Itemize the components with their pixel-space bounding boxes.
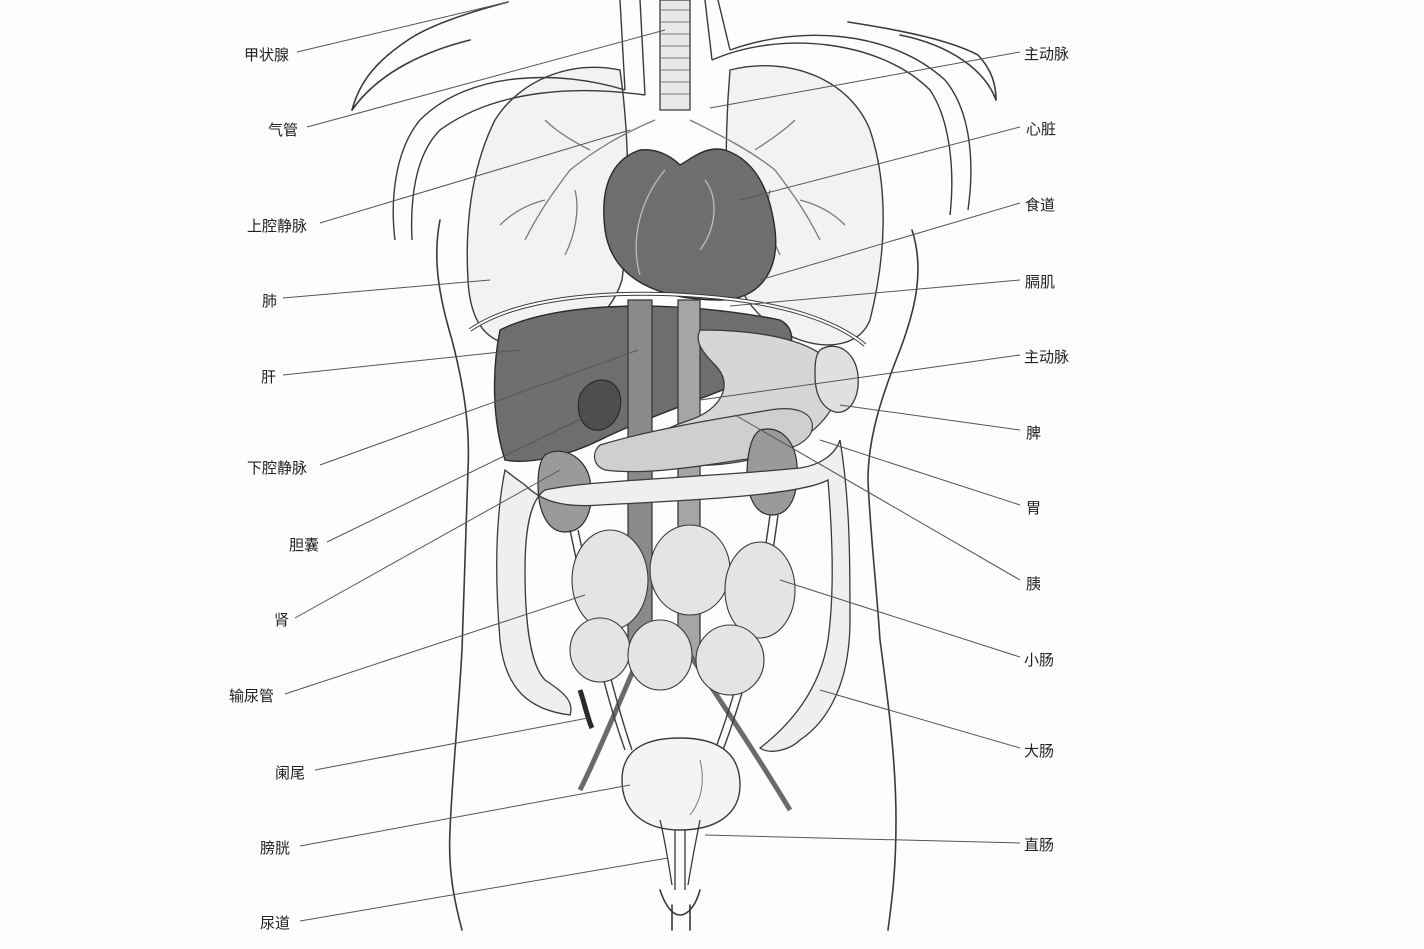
label-stomach: 胃 [1026, 499, 1042, 517]
torso-outline-right [847, 21, 997, 101]
label-liver: 肝 [261, 368, 277, 386]
label-kidney: 肾 [274, 611, 290, 629]
label-appendix: 阑尾 [275, 764, 306, 782]
label-aorta-upper: 主动脉 [1024, 45, 1070, 63]
label-spleen: 脾 [1026, 424, 1042, 442]
small-intestine [571, 529, 649, 631]
label-thyroid: 甲状腺 [244, 46, 290, 64]
rectum [659, 819, 701, 886]
label-urethra: 尿道 [260, 914, 291, 932]
label-heart: 心脏 [1026, 120, 1057, 138]
label-pancreas: 胰 [1026, 575, 1042, 593]
label-gallbladder: 胆囊 [289, 536, 320, 554]
heart [603, 148, 777, 301]
label-rectum: 直肠 [1024, 836, 1055, 854]
label-large-intestine: 大肠 [1024, 742, 1055, 760]
bladder [621, 737, 741, 831]
spleen [814, 345, 859, 413]
torso-outline-right-body [867, 229, 919, 931]
large-intestine [496, 439, 851, 752]
label-esophagus: 食道 [1025, 196, 1056, 214]
torso-outline-left-body [436, 219, 470, 931]
label-superior-vena-cava: 上腔静脉 [247, 217, 308, 235]
label-lung: 肺 [262, 292, 278, 310]
label-diaphragm: 膈肌 [1025, 273, 1056, 291]
label-trachea: 气管 [268, 121, 299, 139]
label-ureter: 输尿管 [229, 687, 275, 705]
urethra [674, 830, 686, 890]
label-inferior-vena-cava: 下腔静脉 [247, 459, 308, 477]
torso-outline-left [351, 1, 509, 111]
label-aorta-lower: 主动脉 [1024, 348, 1070, 366]
label-bladder: 膀胱 [260, 839, 291, 857]
label-small-intestine: 小肠 [1024, 651, 1055, 669]
appendix [577, 689, 595, 730]
